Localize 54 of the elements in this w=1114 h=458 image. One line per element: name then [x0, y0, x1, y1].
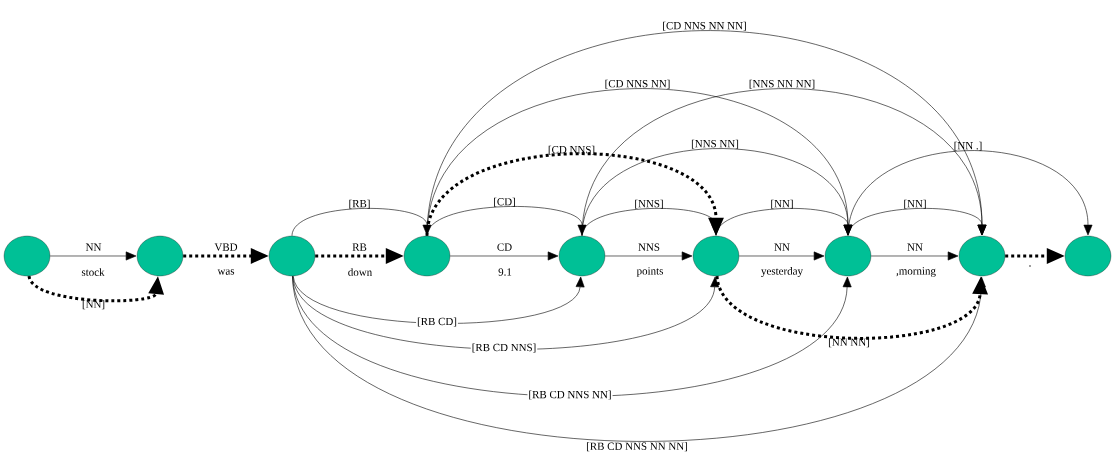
state-circle — [692, 235, 740, 277]
edge-label: NN — [774, 243, 790, 251]
edge-label: [CD NNS] — [548, 145, 595, 155]
arrow — [426, 30, 987, 237]
edge-label: [NNS] — [635, 199, 663, 209]
arrow — [425, 152, 724, 237]
edge-label: [NN] — [904, 199, 926, 209]
word-label: . — [1029, 265, 1031, 267]
state-circle — [1064, 235, 1112, 277]
edge-label: [CD] — [494, 197, 515, 207]
state-circle — [558, 235, 606, 277]
arrow — [847, 150, 1093, 237]
arrow — [292, 275, 986, 442]
state-circle — [3, 235, 51, 277]
word-label: yesterday — [761, 267, 803, 277]
word-label: ,morning — [896, 267, 936, 277]
edge-label: [NN .] — [954, 141, 982, 151]
edge-label: VBD — [214, 243, 238, 251]
edge-label: [RB CD NNS NN] — [529, 390, 611, 400]
arrow — [449, 251, 559, 261]
arrow — [426, 88, 853, 237]
arrow — [604, 251, 693, 261]
edge-label: NNS — [638, 243, 660, 251]
state-circle — [136, 235, 184, 277]
edge-label: [CD NNS NN NN] — [663, 21, 746, 31]
edge-label: [NNS NN] — [691, 139, 739, 149]
word-label: points — [636, 267, 663, 277]
edge-label: [RB CD] — [417, 317, 457, 327]
edge-label: RB — [352, 243, 367, 251]
state-circle — [268, 235, 316, 277]
edge-label: [CD NNS NN] — [605, 79, 670, 89]
edge-label: NN — [907, 243, 923, 251]
arrow — [291, 208, 432, 237]
edge-label: [NNS NN NN] — [749, 79, 815, 89]
state-circle — [824, 235, 872, 277]
state-circle — [403, 235, 451, 277]
word-label: down — [348, 268, 372, 276]
edge-label: NN — [85, 243, 102, 251]
arrow — [870, 251, 959, 261]
edge-label: [NN] — [771, 199, 793, 209]
edge-label: [NN] — [82, 300, 105, 310]
word-label: was — [217, 269, 235, 275]
edge-label: CD — [497, 243, 512, 251]
arrow — [49, 251, 137, 261]
arrow — [292, 275, 852, 397]
arrow — [738, 251, 825, 261]
edge-label: [RB] — [349, 199, 370, 209]
state-circle — [958, 235, 1006, 277]
word-label: stock — [81, 268, 105, 276]
edge-label: [NN NN] — [828, 338, 869, 348]
edge-label: [RB CD NNS NN NN] — [587, 442, 687, 452]
word-label: 9.1 — [498, 268, 512, 276]
edge-label: [RB CD NNS] — [472, 343, 536, 353]
arrow — [292, 275, 585, 324]
